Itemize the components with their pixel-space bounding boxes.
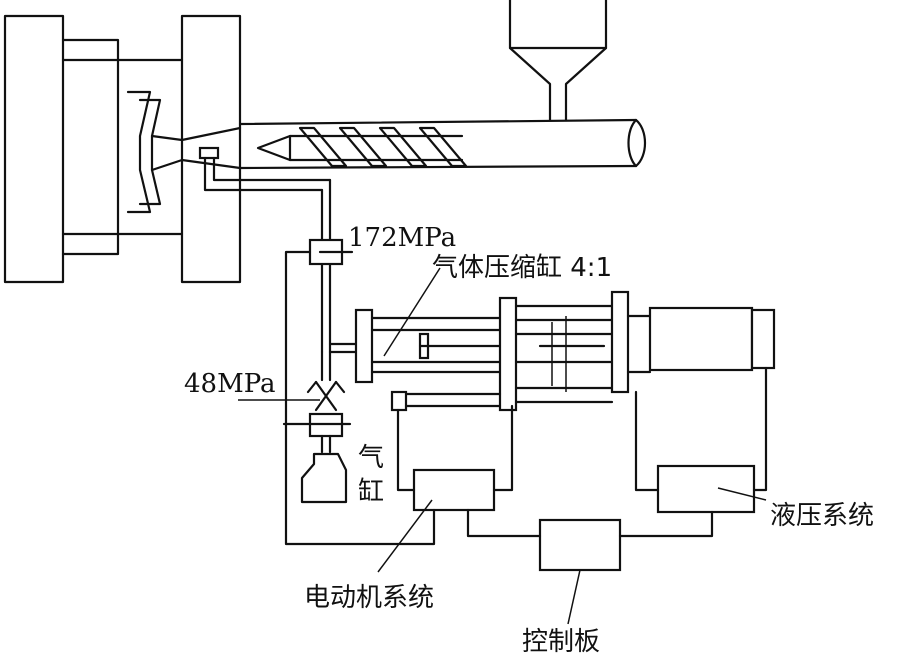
- label-pressure-low: 48MPa: [184, 369, 276, 399]
- label-gas-cylinder-line1: 气: [358, 443, 384, 473]
- gas-compressor-cylinder: [328, 308, 502, 384]
- injection-barrel: [238, 118, 647, 170]
- label-control-panel: 控制板: [522, 627, 600, 657]
- label-gas-compressor: 气体压缩缸 4:1: [432, 253, 612, 283]
- gas-cylinder: [300, 452, 348, 504]
- injection-nozzle: [180, 126, 242, 170]
- gas-high-pressure-line: [320, 178, 332, 354]
- label-gas-cylinder-line2: 缸: [358, 477, 384, 507]
- gas-injection-nozzle: [198, 146, 332, 192]
- material-hopper: [508, 0, 608, 122]
- label-hydraulic-system: 液压系统: [770, 501, 874, 531]
- hydraulic-system-box: [656, 464, 756, 514]
- hydraulic-drive-cylinder: [626, 306, 776, 374]
- motor-system-box: [412, 468, 496, 512]
- mold-cavity-outline: [116, 58, 184, 236]
- control-panel-box: [538, 518, 622, 572]
- label-pressure-high: 172MPa: [348, 223, 456, 253]
- connection-lines: [284, 250, 768, 546]
- compressor-feed-valve: [390, 390, 502, 412]
- compressor-hydraulic-stage: [498, 290, 630, 412]
- label-motor-system: 电动机系统: [304, 583, 434, 613]
- mold-moving-platen: [180, 14, 242, 284]
- pressure-regulator-low: [282, 350, 352, 454]
- screw-flights: [256, 126, 468, 168]
- mold-fixed-platen: [3, 14, 120, 284]
- pressure-regulator-high: [308, 238, 354, 266]
- leader-lines: [238, 267, 767, 625]
